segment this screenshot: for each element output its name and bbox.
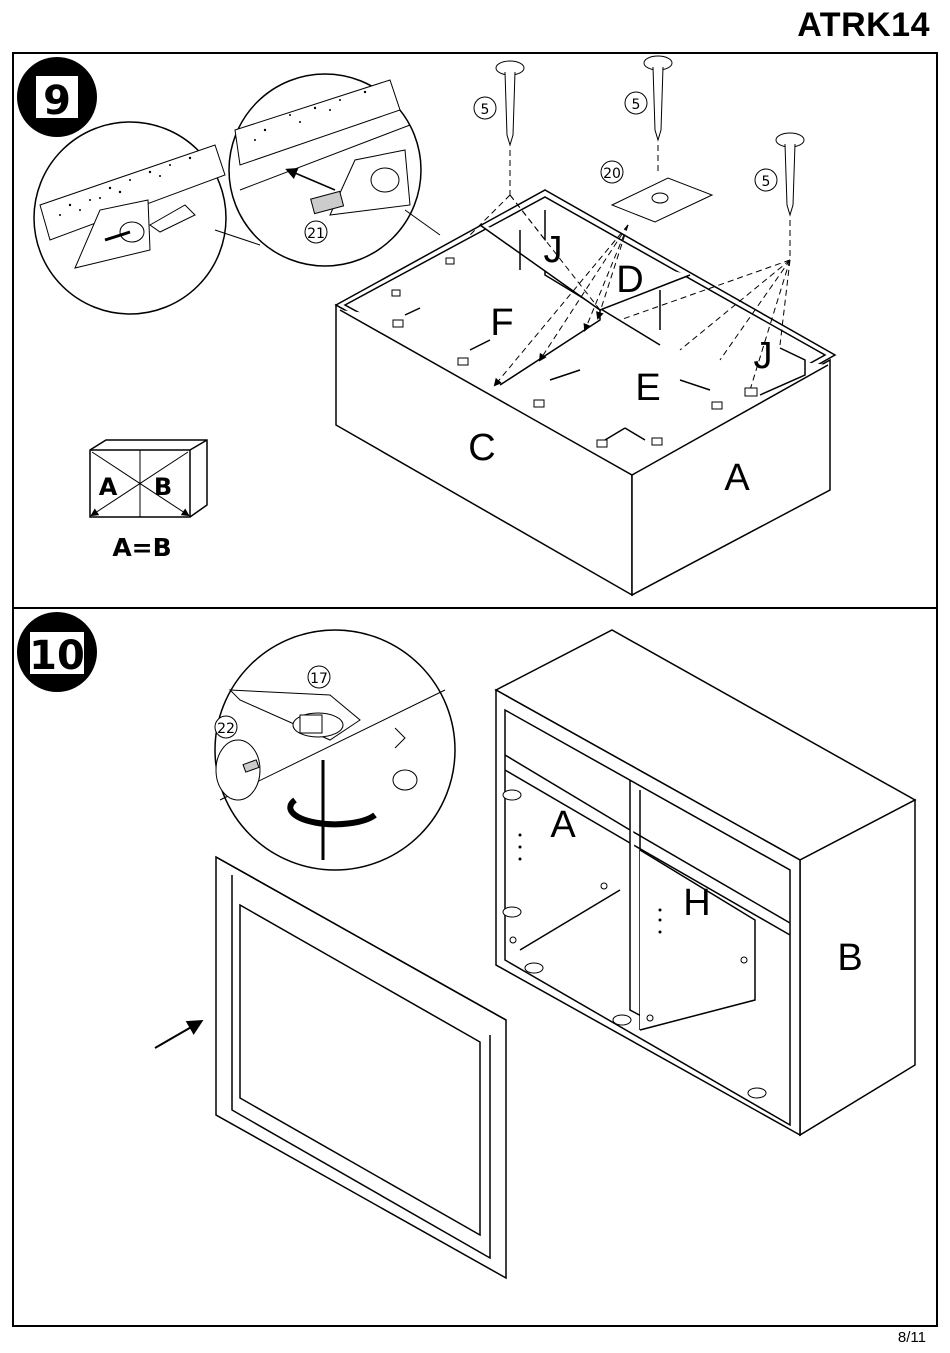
part-label-j-1: J (544, 229, 563, 271)
part-label-e: E (635, 367, 660, 409)
detail-magnifier-cam-slide: 21 (229, 74, 421, 266)
callout-5-right: 5 (762, 174, 771, 190)
part-label-c: C (468, 427, 495, 469)
part-label-a: A (724, 457, 750, 499)
callout-5-middle: 5 (632, 97, 641, 113)
part-label-f: F (490, 302, 513, 344)
step10-number: 10 (29, 633, 85, 679)
diagonal-equation: A=B (112, 533, 171, 562)
door-panel (216, 857, 506, 1278)
part-label-a-step10: A (550, 804, 576, 846)
step10-badge: 10 (17, 612, 97, 692)
callout-22: 22 (217, 721, 235, 737)
callout-5-left: 5 (481, 102, 490, 118)
cabinet-step9 (336, 190, 835, 595)
callout-17: 17 (310, 671, 328, 687)
callout-21: 21 (307, 226, 325, 242)
insert-arrow (155, 1022, 200, 1048)
part-label-b: B (837, 937, 862, 979)
step9-number: 9 (43, 78, 71, 124)
bracket-20 (612, 178, 712, 222)
detail-magnifier-cam-insertion (34, 122, 226, 314)
step9-badge: 9 (17, 57, 97, 137)
diagonal-check-diagram: A B A=B (90, 440, 207, 562)
part-label-h: H (683, 882, 710, 924)
diagonal-label-b: B (154, 473, 172, 501)
callout-20: 20 (603, 166, 621, 182)
diagonal-label-a: A (99, 473, 118, 501)
callouts-step9: 5 5 5 20 (474, 92, 777, 191)
detail-magnifier-hinge: 17 22 (215, 630, 455, 870)
part-label-d: D (616, 259, 643, 301)
